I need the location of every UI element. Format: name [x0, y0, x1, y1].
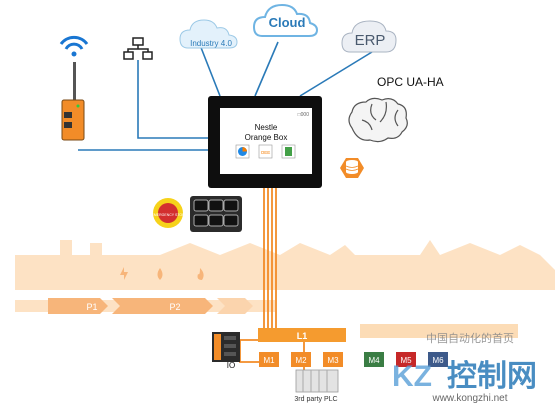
watermark-small: 中国自动化的首页	[426, 331, 514, 345]
module-m1: M1	[259, 352, 279, 367]
module-m5-label: M5	[400, 356, 412, 365]
hmi-app-oee[interactable]: OEE	[258, 144, 273, 159]
module-m6-label: M6	[432, 356, 444, 365]
module-m6: M6	[428, 352, 448, 367]
oee-icon: OEE	[261, 150, 271, 155]
watermark-big: 控制网	[447, 360, 537, 393]
cloud-label: Cloud	[269, 15, 306, 30]
module-m2: M2	[291, 352, 311, 367]
process-icons	[120, 267, 204, 280]
process-step-p2: P2	[169, 302, 180, 312]
plc-label: 3rd party PLC	[294, 396, 337, 403]
network-icon	[123, 37, 153, 60]
bus-label: L1	[297, 331, 308, 341]
lightning-icon	[120, 267, 128, 280]
module-m1-label: M1	[263, 356, 275, 365]
io-block: IO	[212, 332, 240, 370]
module-m4: M4	[364, 352, 384, 367]
document-icon	[285, 147, 292, 156]
industry-cloud-label: Industry 4.0	[190, 39, 232, 48]
third-party-plc: 3rd party PLC	[294, 369, 339, 403]
emergency-label: EMERGENCY STOP	[152, 213, 186, 217]
hmi-app-doc[interactable]	[281, 144, 296, 159]
bus-l1: L1	[258, 324, 518, 342]
emergency-stop: EMERGENCY STOP	[152, 198, 186, 228]
hmi-title-line1: Nestle	[255, 123, 278, 132]
process-step-p1: P1	[86, 302, 97, 312]
module-m4-label: M4	[368, 356, 380, 365]
drop-icon	[157, 268, 163, 280]
watermark-url: www.kongzhi.net	[431, 393, 507, 404]
flame-icon	[197, 268, 204, 280]
brain-icon	[348, 97, 408, 143]
keypad	[190, 196, 242, 232]
database-icon	[340, 158, 364, 178]
industry-cloud: Industry 4.0	[179, 19, 238, 49]
process-band	[48, 298, 253, 314]
module-m3-label: M3	[327, 356, 339, 365]
module-m2-label: M2	[295, 356, 307, 365]
opc-label: OPC UA-HA	[377, 75, 444, 89]
erp-label: ERP	[355, 32, 386, 49]
module-m5: M5	[396, 352, 416, 367]
watermark: 中国自动化的首页 KZ 控制网 www.kongzhi.net	[392, 331, 537, 404]
wifi-icon	[59, 35, 89, 57]
erp-cloud: ERP	[341, 20, 397, 53]
network-wires	[78, 41, 373, 151]
hmi-panel: □000 Nestle Orange Box OEE	[208, 96, 322, 188]
cloud-service: Cloud	[252, 3, 319, 37]
module-m3: M3	[323, 352, 343, 367]
io-label: IO	[227, 361, 235, 370]
hmi-corner-label: □000	[298, 112, 310, 118]
wifi-router	[61, 62, 85, 141]
hmi-app-pie[interactable]	[235, 144, 250, 159]
watermark-logo: KZ	[392, 360, 432, 393]
hmi-title-line2: Orange Box	[245, 133, 288, 142]
